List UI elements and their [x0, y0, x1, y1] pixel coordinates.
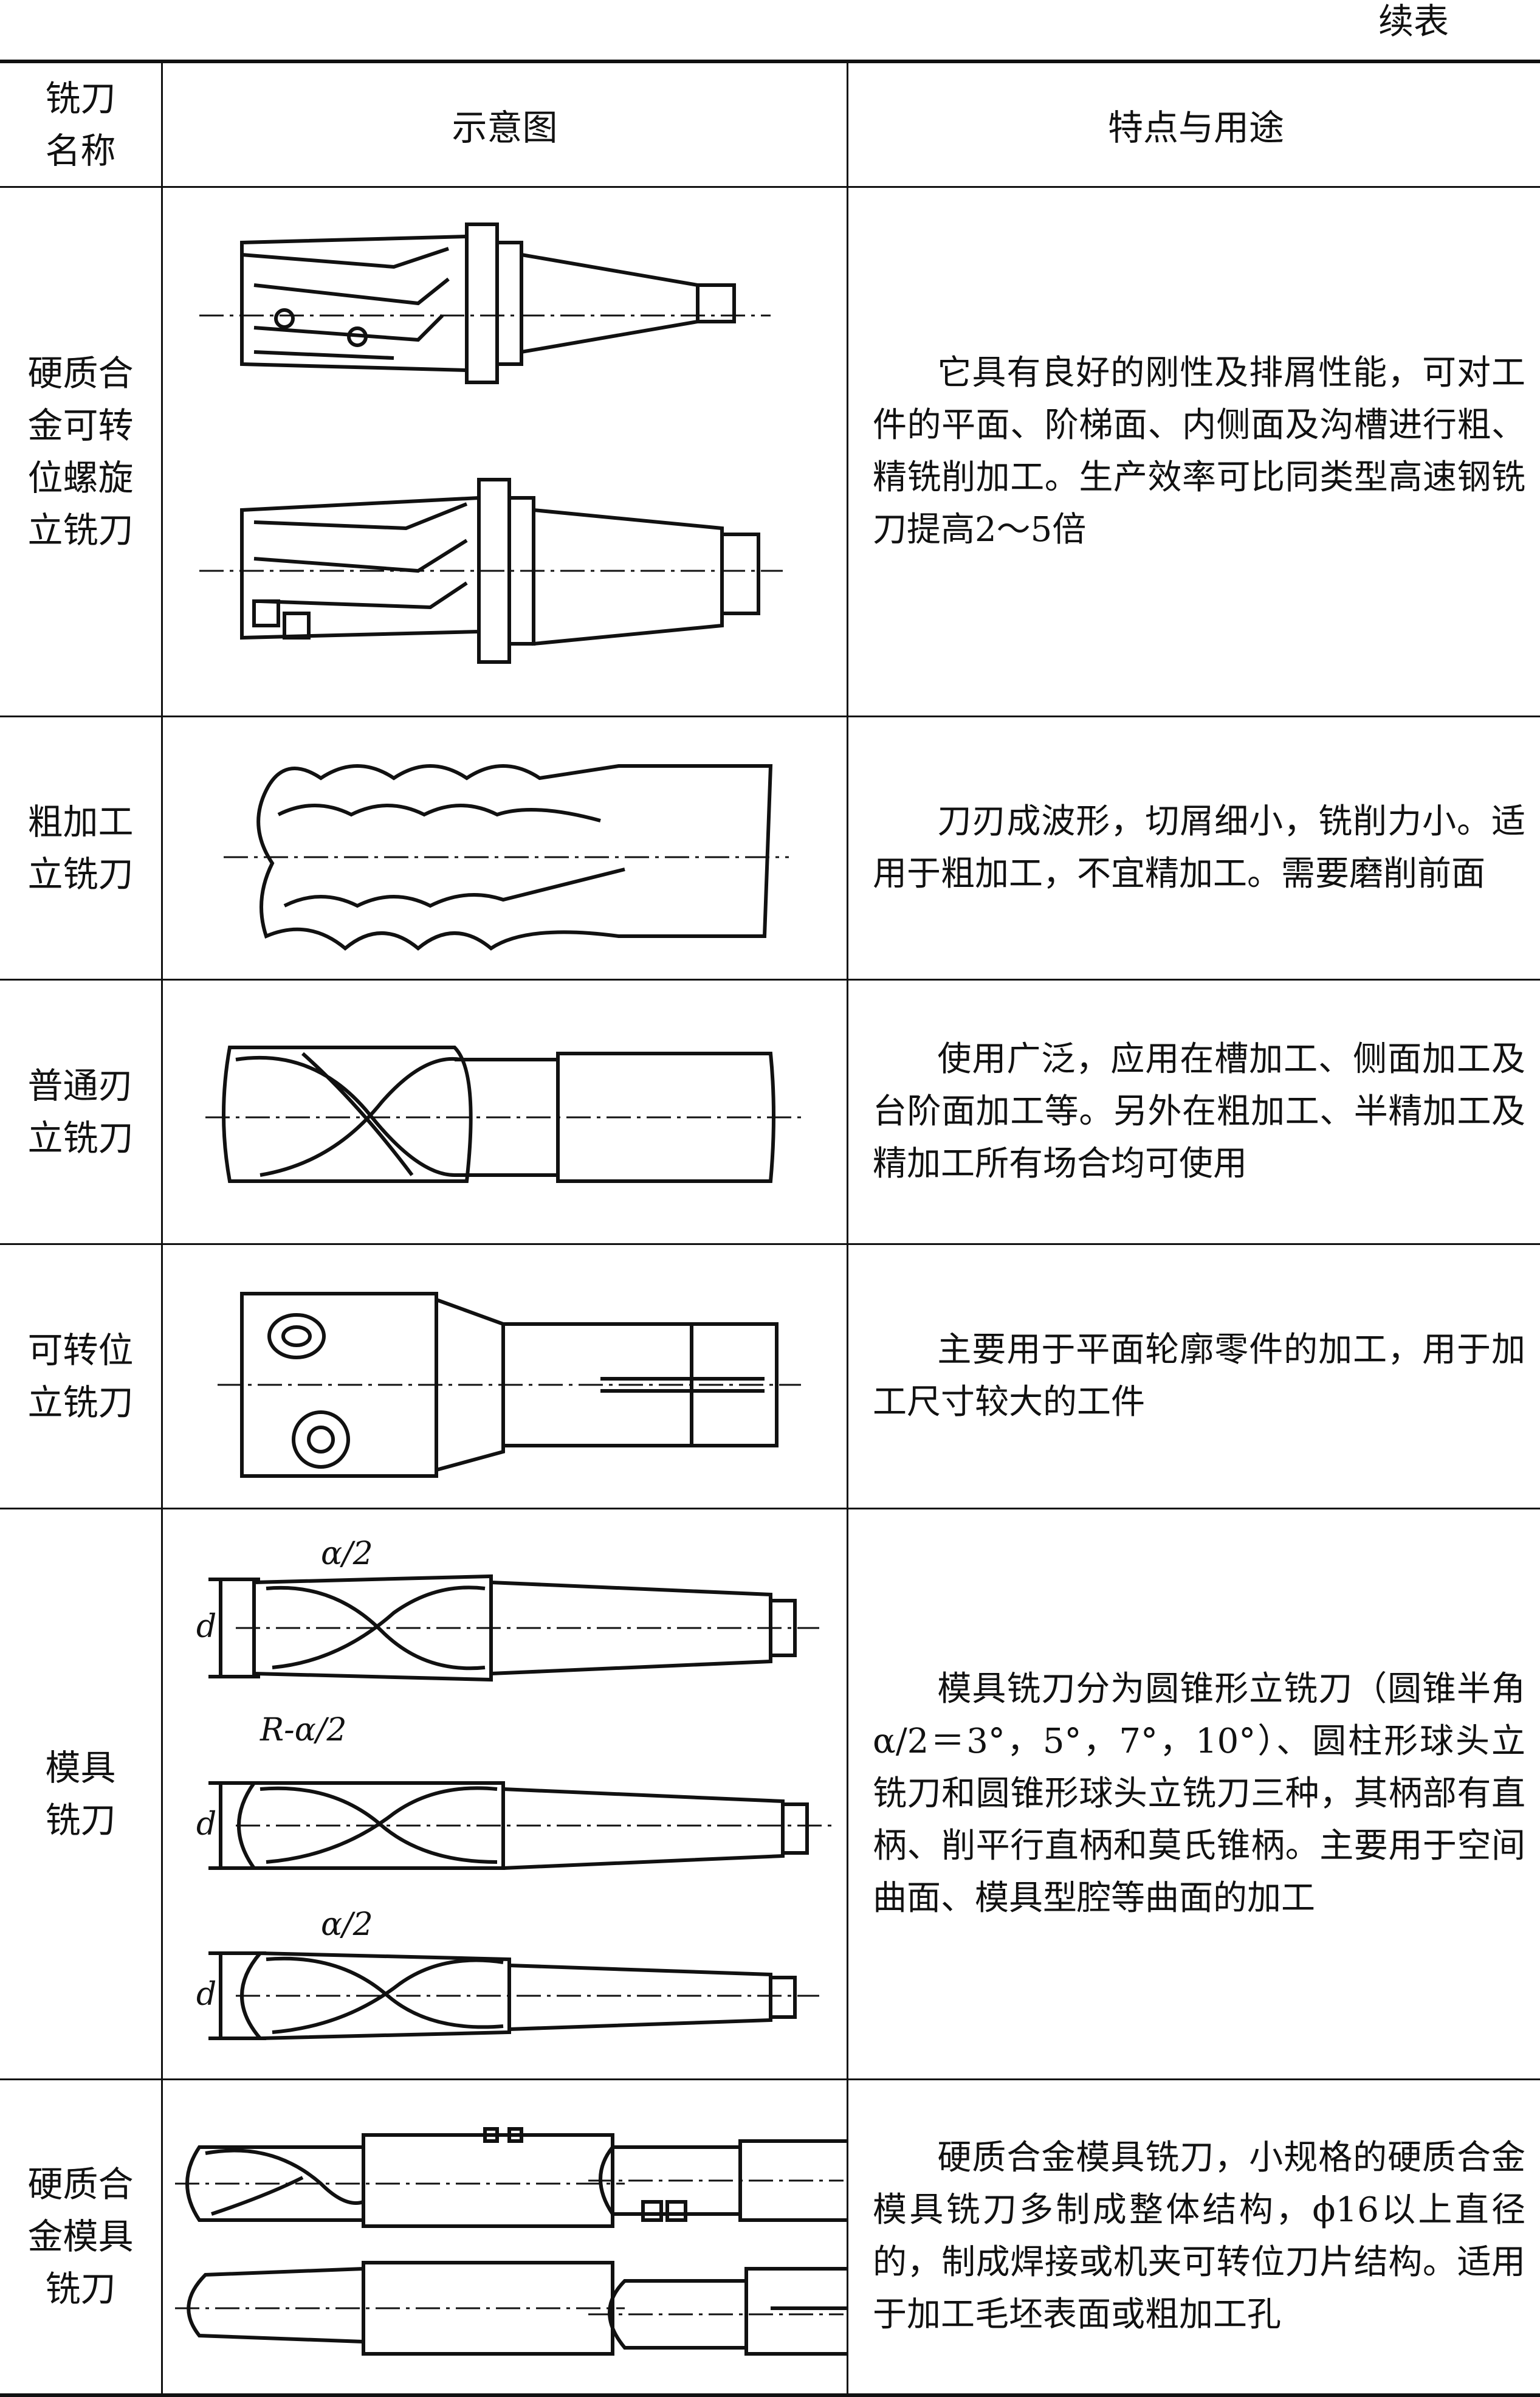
standard-end-mill-drawing [163, 981, 847, 1243]
header-cutter-name: 铣刀 名称 [0, 61, 162, 187]
cutter-name: 普通刃 立铣刀 [27, 1060, 133, 1164]
diagram-cell [162, 1244, 848, 1508]
table-row: 硬质合 金模具 铣刀 [0, 2079, 1540, 2395]
diagram-cell: α/2 R-α/2 α/2 d d d [162, 1508, 848, 2079]
usage-cell: 模具铣刀分为圆锥形立铣刀（圆锥半角α/2＝3°，5°，7°，10°）、圆柱形球头… [848, 1508, 1540, 2079]
table-row: 可转位 立铣刀 主要用于平面轮廓零件的加工， [0, 1244, 1540, 1508]
diagram-cell [162, 716, 848, 979]
header-usage: 特点与用途 [848, 61, 1540, 187]
table-row: 硬质合 金可转 位螺旋 立铣刀 [0, 187, 1540, 716]
usage-cell: 它具有良好的刚性及排屑性能，可对工件的平面、阶梯面、内侧面及沟槽进行粗、精铣削加… [848, 187, 1540, 716]
roughing-end-mill-drawing [163, 717, 847, 979]
milling-cutter-table: 铣刀 名称 示意图 特点与用途 硬质合 金可转 位螺旋 立铣刀 [0, 60, 1540, 2397]
diameter-label: d [196, 1976, 216, 2013]
half-angle-label-1: α/2 [321, 1536, 373, 1572]
cutter-name-cell: 硬质合 金模具 铣刀 [0, 2079, 162, 2395]
usage-text: 使用广泛，应用在槽加工、侧面加工及台阶面加工等。另外在粗加工、半精加工及精加工所… [848, 1033, 1540, 1190]
usage-text: 硬质合金模具铣刀，小规格的硬质合金模具铣刀多制成整体结构，ϕ16以上直径的，制成… [848, 2132, 1540, 2341]
diagram-cell [162, 2079, 848, 2395]
table-row: 普通刃 立铣刀 使用广泛，应用在槽加工、侧面加工及台阶面加工等。另外在粗加工、半… [0, 979, 1540, 1244]
diameter-label: d [196, 1806, 216, 1843]
cutter-name-cell: 模具 铣刀 [0, 1508, 162, 2079]
half-angle-label-2: α/2 [321, 1906, 373, 1943]
indexable-end-mill-drawing [163, 1245, 847, 1508]
usage-text: 主要用于平面轮廓零件的加工，用于加工尺寸较大的工件 [848, 1324, 1540, 1429]
radius-label: R-α/2 [260, 1712, 346, 1748]
usage-cell: 主要用于平面轮廓零件的加工，用于加工尺寸较大的工件 [848, 1244, 1540, 1508]
table-continued-label: 续表 [1378, 0, 1449, 43]
usage-text: 它具有良好的刚性及排屑性能，可对工件的平面、阶梯面、内侧面及沟槽进行粗、精铣削加… [848, 347, 1540, 556]
table-row: 模具 铣刀 [0, 1508, 1540, 2079]
usage-cell: 刀刃成波形，切屑细小，铣削力小。适用于粗加工，不宜精加工。需要磨削前面 [848, 716, 1540, 979]
cutter-name-cell: 粗加工 立铣刀 [0, 716, 162, 979]
usage-text: 刀刃成波形，切屑细小，铣削力小。适用于粗加工，不宜精加工。需要磨削前面 [848, 796, 1540, 900]
cutter-name-cell: 可转位 立铣刀 [0, 1244, 162, 1508]
header-diagram: 示意图 [162, 61, 848, 187]
die-milling-cutters-drawing: α/2 R-α/2 α/2 d d d [163, 1509, 847, 2078]
usage-cell: 硬质合金模具铣刀，小规格的硬质合金模具铣刀多制成整体结构，ϕ16以上直径的，制成… [848, 2079, 1540, 2395]
cutter-name-cell: 硬质合 金可转 位螺旋 立铣刀 [0, 187, 162, 716]
cutter-name: 可转位 立铣刀 [27, 1324, 133, 1429]
cutter-name-cell: 普通刃 立铣刀 [0, 979, 162, 1244]
table-row: 粗加工 立铣刀 刀刃成波形，切屑细小，铣削力小。适用于粗加工，不宜精加工。需要磨… [0, 716, 1540, 979]
usage-text: 模具铣刀分为圆锥形立铣刀（圆锥半角α/2＝3°，5°，7°，10°）、圆柱形球头… [848, 1663, 1540, 1925]
cutter-name: 模具 铣刀 [45, 1742, 115, 1846]
diagram-cell [162, 979, 848, 1244]
indexable-helical-end-mill-drawing [163, 188, 847, 716]
diameter-label: d [196, 1609, 216, 1645]
header-name-text: 铣刀 名称 [45, 72, 115, 177]
cutter-name: 粗加工 立铣刀 [27, 796, 133, 900]
carbide-die-cutters-drawing [163, 2080, 847, 2393]
usage-cell: 使用广泛，应用在槽加工、侧面加工及台阶面加工等。另外在粗加工、半精加工及精加工所… [848, 979, 1540, 1244]
cutter-name: 硬质合 金可转 位螺旋 立铣刀 [27, 347, 133, 556]
cutter-name: 硬质合 金模具 铣刀 [27, 2158, 133, 2315]
diagram-cell [162, 187, 848, 716]
table-header-row: 铣刀 名称 示意图 特点与用途 [0, 61, 1540, 187]
